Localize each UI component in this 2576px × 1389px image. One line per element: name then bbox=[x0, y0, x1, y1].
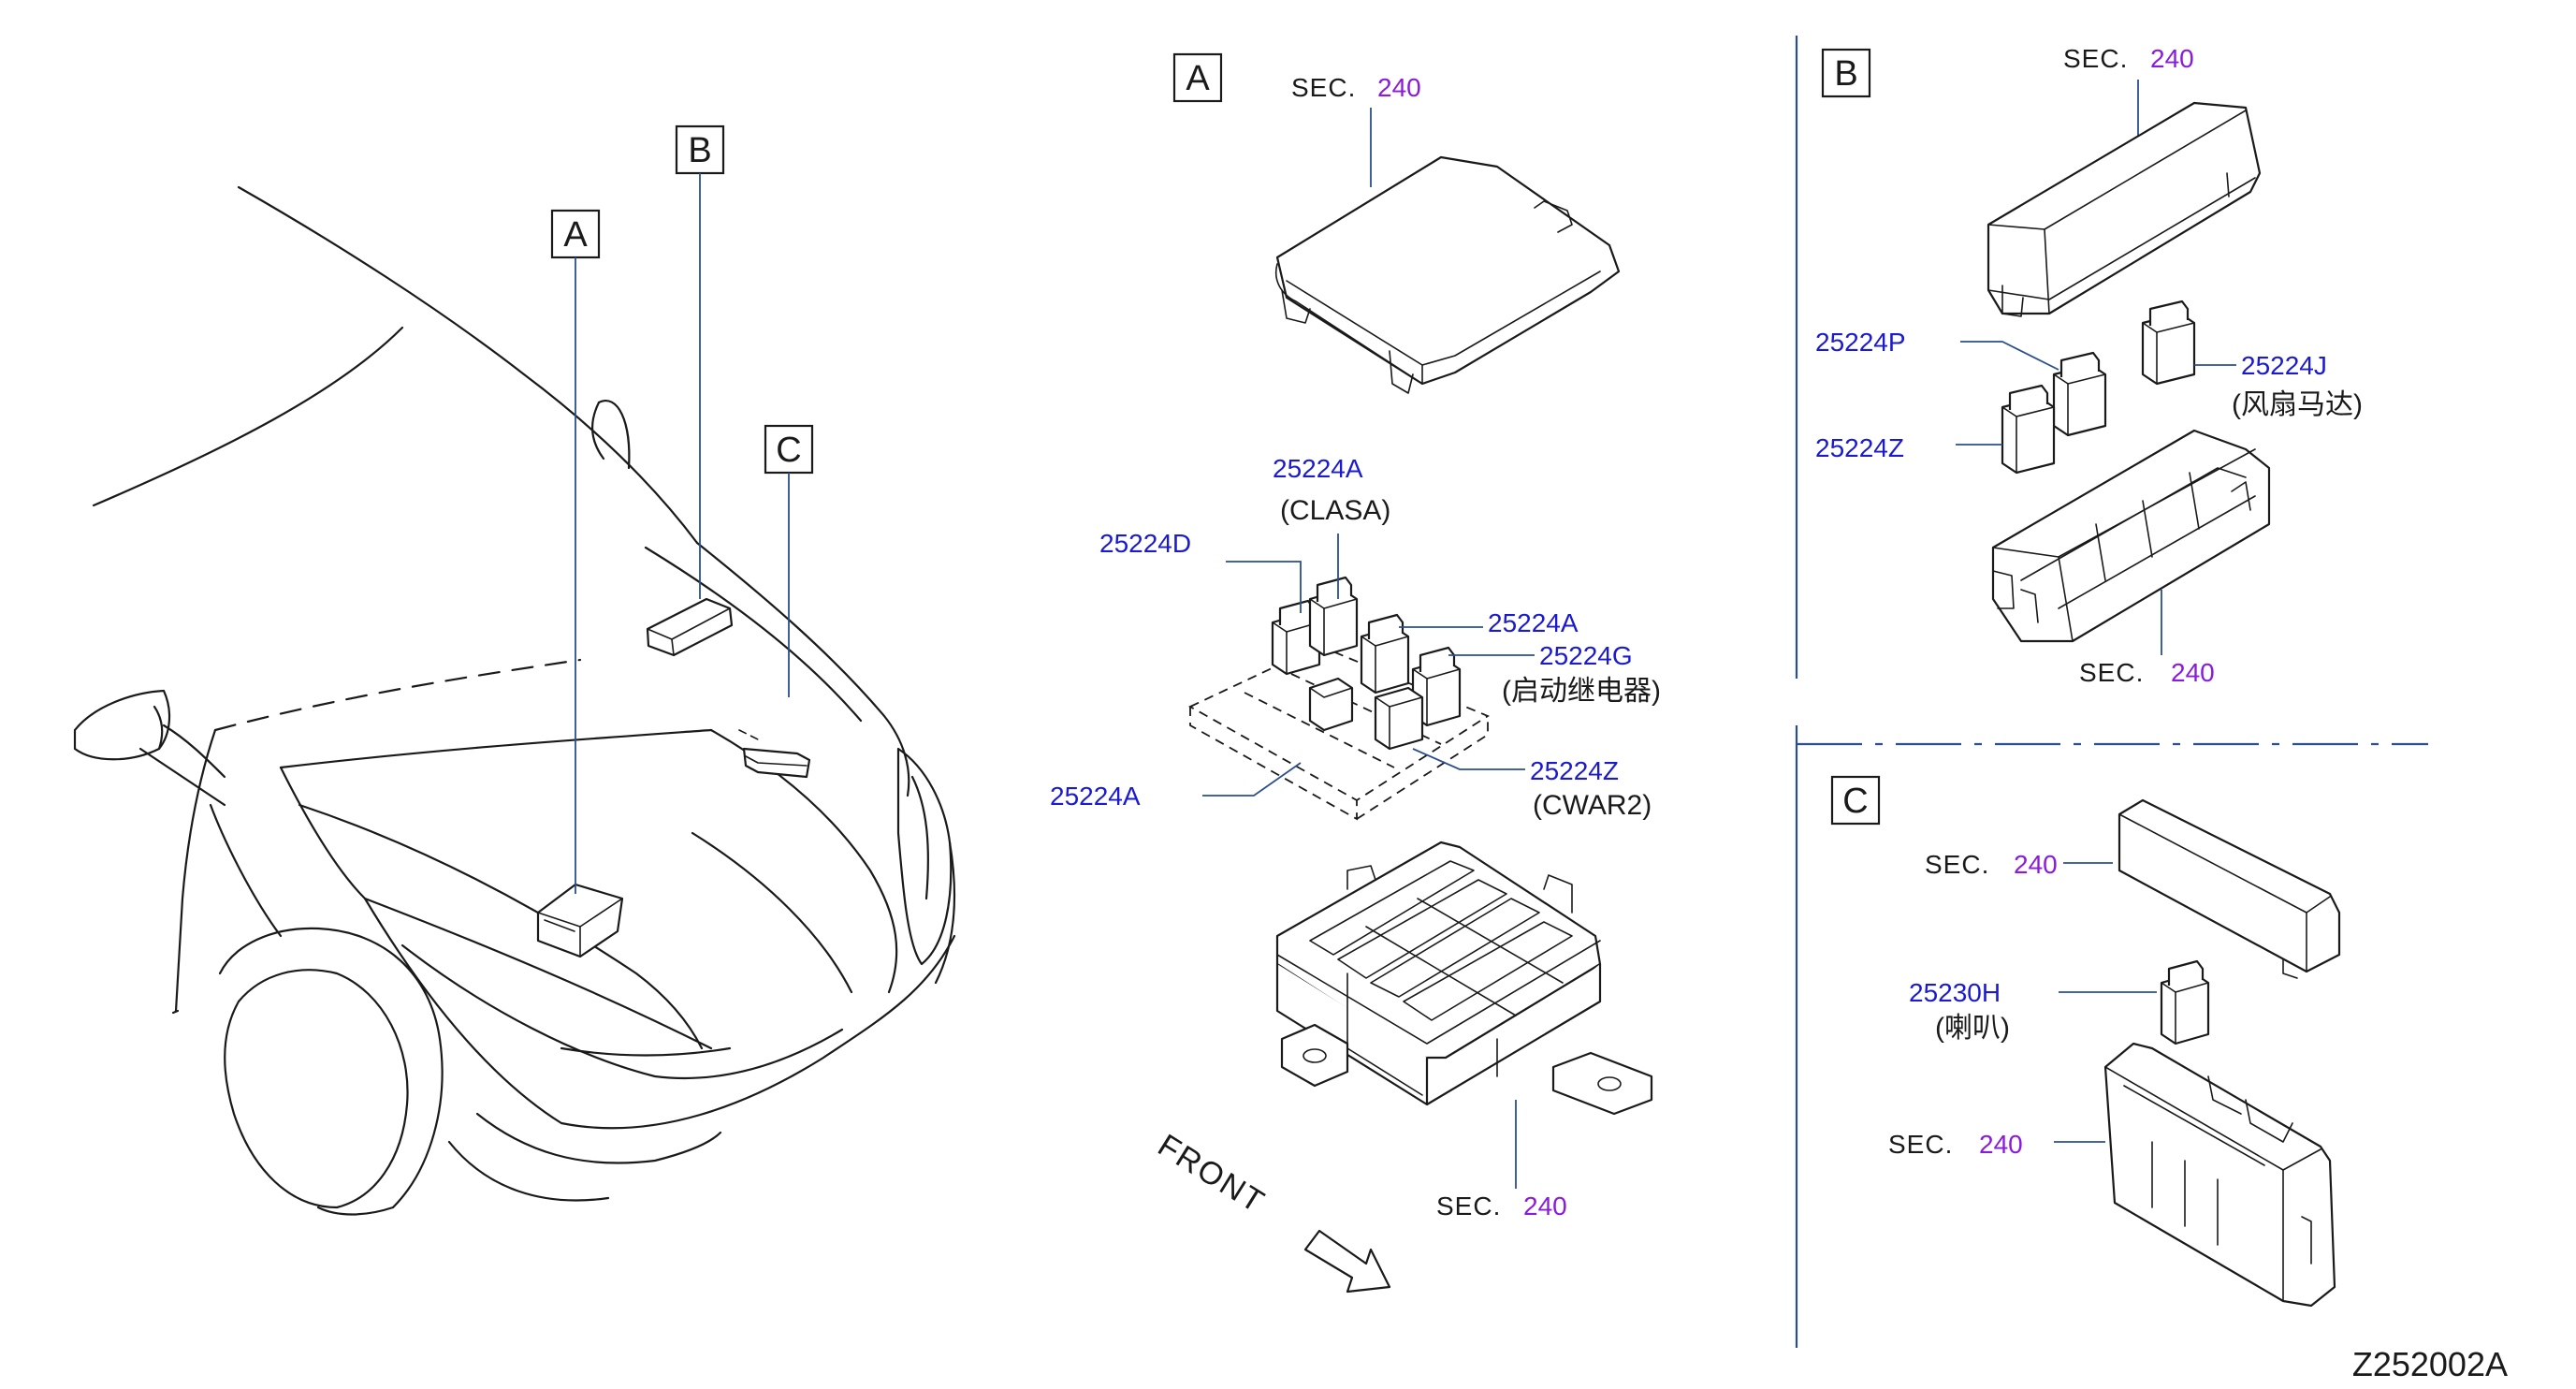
front-direction-label: FRONT bbox=[1152, 1128, 1272, 1221]
panel-a-part-25224a-right: 25224A bbox=[1488, 608, 1579, 637]
panel-a-relay-board bbox=[1188, 645, 1490, 821]
panel-b-relay-25224j bbox=[2141, 300, 2196, 386]
panel-a-fuse-box-base bbox=[1275, 841, 1653, 1116]
callout-b: B bbox=[675, 124, 725, 599]
panel-c-fuse-box-base bbox=[2103, 1042, 2336, 1308]
callout-a: A bbox=[550, 209, 601, 894]
panel-b-part-25224z: 25224Z bbox=[1815, 433, 1904, 462]
panel-c-label: C bbox=[1842, 782, 1868, 821]
panel-c: C SEC. 240 25230H (喇叭) bbox=[1830, 775, 2341, 1308]
panel-b: B SEC. 240 bbox=[1815, 44, 2363, 698]
svg-text:B: B bbox=[688, 131, 711, 170]
panel-b-fuse-box-cover bbox=[1987, 101, 2262, 317]
panel-a-sec-bottom-number: 240 bbox=[1523, 1192, 1567, 1221]
panel-a: A SEC. 240 bbox=[1050, 52, 1661, 1294]
svg-text:C: C bbox=[776, 431, 801, 470]
panel-c-sec-bottom-number: 240 bbox=[1979, 1130, 2023, 1159]
panel-a-relay-25224z bbox=[1308, 677, 1424, 751]
fuse-box-a-location-icon bbox=[536, 883, 624, 958]
panel-a-part-25224g: 25224G bbox=[1539, 641, 1633, 670]
panel-c-sec-top-prefix: SEC. bbox=[1925, 850, 1989, 879]
panel-c-part-25230h: 25230H bbox=[1909, 978, 2001, 1007]
panel-c-label-box bbox=[1830, 775, 1881, 826]
panel-a-part-25224z-note: (CWAR2) bbox=[1533, 790, 1652, 821]
panel-c-fuse-box-cover bbox=[2118, 798, 2341, 979]
panel-a-label-box bbox=[1172, 52, 1223, 103]
fuse-box-c-location-icon bbox=[738, 729, 811, 779]
panel-b-label: B bbox=[1834, 54, 1857, 94]
panel-b-part-25224p: 25224P bbox=[1815, 328, 1906, 357]
panel-b-sec-bottom-prefix: SEC. bbox=[2079, 658, 2144, 687]
panel-b-relay-25224z bbox=[2001, 384, 2056, 475]
panel-b-part-25224j-note: (风扇马达) bbox=[2232, 389, 2363, 420]
panel-a-fuse-box-cover bbox=[1275, 155, 1621, 394]
panel-a-sec-top-prefix: SEC. bbox=[1291, 73, 1356, 102]
panel-b-sec-bottom-number: 240 bbox=[2171, 658, 2215, 687]
panel-a-part-25224a-clasa: 25224A bbox=[1273, 454, 1363, 483]
panel-c-relay-25230h bbox=[2160, 959, 2210, 1045]
panel-a-sec-top-number: 240 bbox=[1377, 73, 1421, 102]
panel-a-relay-25224d bbox=[1271, 599, 1321, 676]
panel-a-part-25224d: 25224D bbox=[1099, 529, 1191, 558]
panel-a-part-25224a-board: 25224A bbox=[1050, 782, 1141, 811]
panel-b-sec-top-number: 240 bbox=[2150, 44, 2194, 73]
panel-b-sec-top-prefix: SEC. bbox=[2063, 44, 2128, 73]
front-arrow-icon bbox=[1303, 1229, 1391, 1294]
panel-b-label-box bbox=[1821, 48, 1871, 98]
panel-a-relay-25224a-clasa bbox=[1308, 576, 1359, 657]
panel-a-part-25224a-clasa-note: (CLASA) bbox=[1280, 495, 1390, 526]
panel-b-fuse-box-base bbox=[1991, 429, 2271, 643]
panel-a-relay-25224a-right bbox=[1360, 613, 1410, 694]
panel-c-sec-top-number: 240 bbox=[2014, 850, 2058, 879]
panel-a-sec-bottom-prefix: SEC. bbox=[1436, 1192, 1501, 1221]
panel-c-sec-bottom-prefix: SEC. bbox=[1888, 1130, 1953, 1159]
panel-b-relay-25224p bbox=[2052, 351, 2107, 437]
panel-a-part-25224z: 25224Z bbox=[1530, 756, 1619, 785]
panel-a-part-25224g-note: (启动继电器) bbox=[1502, 676, 1661, 707]
drawing-code: Z252002A bbox=[2352, 1345, 2508, 1383]
vehicle-front-illustration bbox=[73, 185, 956, 1216]
panel-a-label: A bbox=[1186, 59, 1210, 98]
panel-b-part-25224j: 25224J bbox=[2241, 351, 2327, 380]
panel-c-part-25230h-note: (喇叭) bbox=[1935, 1013, 2010, 1044]
callout-c: C bbox=[764, 424, 814, 697]
fuse-box-b-location-icon bbox=[646, 597, 734, 657]
svg-text:A: A bbox=[563, 215, 588, 255]
